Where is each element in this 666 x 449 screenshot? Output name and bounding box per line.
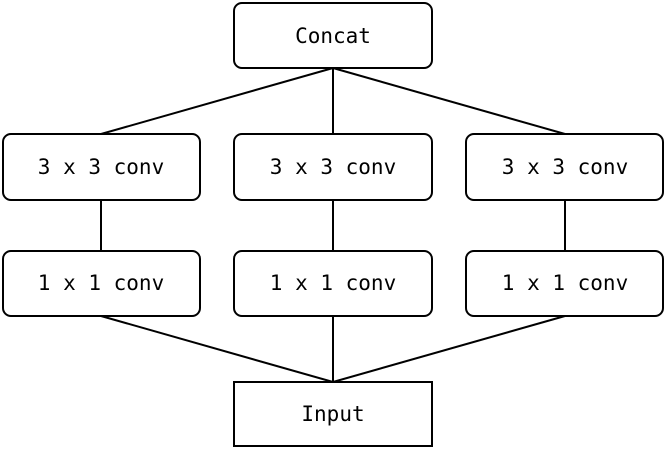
conv3x3-label-center: 3 x 3 conv: [270, 155, 396, 179]
conv3x3-node-left: 3 x 3 conv: [2, 133, 201, 201]
conv1x1-node-right: 1 x 1 conv: [465, 250, 664, 317]
edge-conv3-right-to-concat: [332, 67, 566, 135]
conv3x3-label-left: 3 x 3 conv: [38, 155, 164, 179]
conv3x3-node-center: 3 x 3 conv: [233, 133, 433, 201]
input-node: Input: [233, 381, 433, 447]
edge-conv3-left-to-concat: [100, 67, 334, 135]
conv3x3-node-right: 3 x 3 conv: [465, 133, 664, 201]
edge-input-to-conv1-left: [100, 315, 334, 383]
conv1x1-label-center: 1 x 1 conv: [270, 271, 396, 295]
conv1x1-node-center: 1 x 1 conv: [233, 250, 433, 317]
edge-input-to-conv1-right: [332, 315, 566, 383]
conv1x1-label-right: 1 x 1 conv: [502, 271, 628, 295]
conv3x3-label-right: 3 x 3 conv: [502, 155, 628, 179]
concat-node: Concat: [233, 2, 433, 69]
conv1x1-label-left: 1 x 1 conv: [38, 271, 164, 295]
conv1x1-node-left: 1 x 1 conv: [2, 250, 201, 317]
input-label: Input: [301, 402, 364, 426]
concat-label: Concat: [295, 24, 371, 48]
